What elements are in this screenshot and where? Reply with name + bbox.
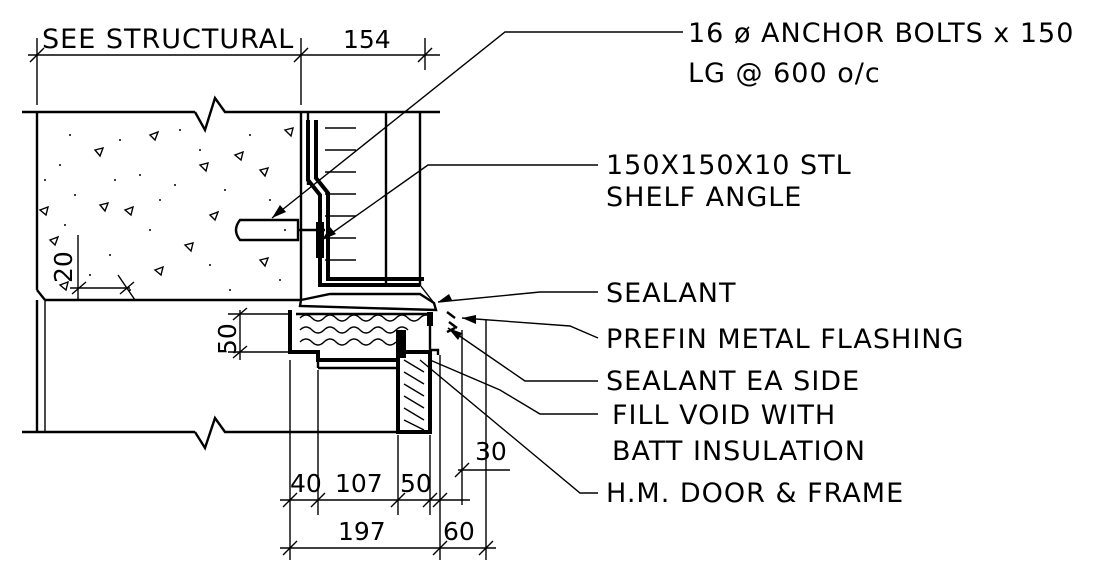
shelf-angle-note-line2: SHELF ANGLE bbox=[606, 182, 802, 213]
see-structural-label: SEE STRUCTURAL bbox=[42, 24, 294, 55]
shelf-angle bbox=[298, 120, 438, 312]
anchor-bolt bbox=[234, 218, 325, 242]
leader-lines bbox=[271, 31, 683, 494]
dim-154: 154 bbox=[343, 25, 391, 54]
sealant-note: SEALANT bbox=[606, 278, 737, 309]
callout-labels: 16 ø ANCHOR BOLTS x 150 LG @ 600 o/c 150… bbox=[606, 18, 1074, 509]
dim-50-vertical: 50 bbox=[213, 323, 242, 355]
fill-void-note-line1: FILL VOID WITH bbox=[612, 400, 836, 431]
dim-50: 50 bbox=[400, 469, 432, 498]
dim-40: 40 bbox=[290, 469, 322, 498]
sealant-each-side-note: SEALANT EA SIDE bbox=[606, 366, 860, 397]
top-dimension: SEE STRUCTURAL 154 bbox=[28, 24, 440, 105]
concrete-slab bbox=[22, 95, 440, 302]
dim-20: 20 bbox=[49, 251, 78, 283]
vertical-dimensions: 20 50 bbox=[49, 235, 292, 360]
dim-60: 60 bbox=[443, 517, 475, 546]
dim-197: 197 bbox=[338, 517, 386, 546]
flashing-note: PREFIN METAL FLASHING bbox=[606, 324, 964, 355]
anchor-bolts-note-line1: 16 ø ANCHOR BOLTS x 150 bbox=[688, 18, 1074, 49]
bottom-dimensions: 40 107 50 30 197 60 bbox=[280, 320, 510, 560]
anchor-bolts-note-line2: LG @ 600 o/c bbox=[688, 58, 881, 89]
lower-wall bbox=[22, 300, 398, 451]
fill-void-note-line2: BATT INSULATION bbox=[612, 436, 866, 467]
dim-30: 30 bbox=[475, 437, 507, 466]
door-frame-head bbox=[288, 310, 458, 434]
masonry-veneer bbox=[306, 112, 422, 287]
dim-107: 107 bbox=[335, 469, 383, 498]
door-frame-note: H.M. DOOR & FRAME bbox=[606, 478, 904, 509]
shelf-angle-note-line1: 150X150X10 STL bbox=[606, 150, 852, 181]
